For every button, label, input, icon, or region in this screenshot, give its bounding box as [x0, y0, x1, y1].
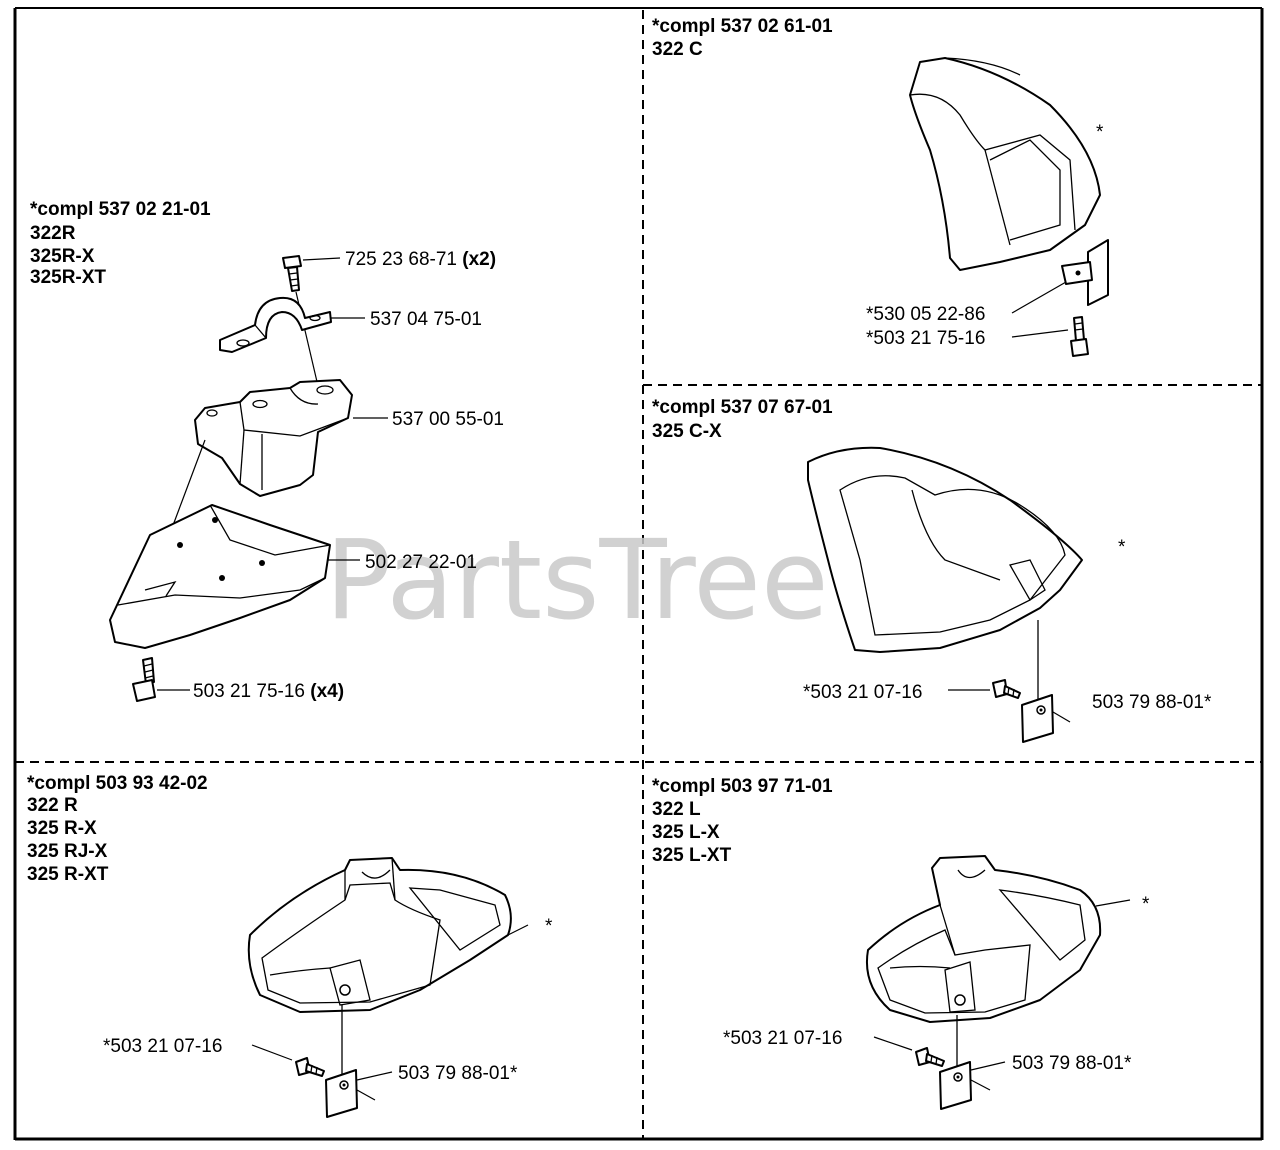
- compl-title: *compl 537 02 61-01: [652, 16, 833, 37]
- guard-part: [866, 855, 1102, 1023]
- model-label: 322 C: [652, 39, 703, 60]
- screw-part: [295, 1057, 325, 1077]
- guard-part: [909, 57, 1101, 271]
- watermark-text: PartsTree: [325, 516, 829, 644]
- compl-title: *compl 537 07 67-01: [652, 397, 833, 418]
- holder-part: [194, 379, 353, 497]
- model-label: 325 R-XT: [27, 864, 109, 885]
- plate-part: [1021, 694, 1054, 743]
- section-top-left: *compl 537 02 21-01 322R 325R-X 325R-XT …: [30, 199, 504, 702]
- guard-star: *: [1118, 537, 1126, 558]
- bracket-part: [1061, 239, 1109, 306]
- part-number-screw: 503 21 75-16 (x4): [193, 681, 344, 702]
- screw-part: [1070, 316, 1089, 357]
- screw-part: [992, 679, 1021, 699]
- part-number-holder: 537 00 55-01: [392, 409, 504, 430]
- screw-part: [915, 1047, 945, 1067]
- guard-star: *: [1142, 894, 1150, 915]
- model-label: 322 R: [27, 795, 78, 816]
- part-number-bolt: 725 23 68-71 (x2): [345, 249, 496, 270]
- model-label: 322 L: [652, 799, 701, 820]
- compl-title: *compl 503 97 71-01: [652, 776, 833, 797]
- part-number-plate: 503 79 88-01*: [1012, 1053, 1132, 1074]
- model-label: 325 C-X: [652, 421, 722, 442]
- compl-title: *compl 503 93 42-02: [27, 773, 208, 794]
- model-label: 322R: [30, 223, 76, 244]
- guard-part: [109, 504, 331, 649]
- model-label: 325 RJ-X: [27, 841, 108, 862]
- section-top-right: *compl 537 02 61-01 322 C * *530 05 22-8…: [652, 16, 1109, 357]
- guard-star: *: [545, 916, 553, 937]
- model-label: 325 L-X: [652, 822, 720, 843]
- model-label: 325R-XT: [30, 267, 106, 288]
- clamp-part: [219, 296, 332, 353]
- part-number-plate: 503 79 88-01*: [1092, 692, 1212, 713]
- model-label: 325 L-XT: [652, 845, 732, 866]
- part-number-screw: *503 21 07-16: [803, 682, 922, 703]
- section-dividers: [15, 10, 1262, 1138]
- part-number-screw: *503 21 07-16: [103, 1036, 222, 1057]
- section-bottom-left: *compl 503 93 42-02 322 R 325 R-X 325 RJ…: [27, 773, 553, 1118]
- part-number-guard: 502 27 22-01: [365, 552, 477, 573]
- part-number-bracket: *530 05 22-86: [866, 304, 985, 325]
- guard-star: *: [1096, 122, 1104, 143]
- diagram-frame: [13, 7, 1264, 1141]
- plate-part: [939, 1061, 972, 1110]
- guard-part: [247, 857, 512, 1013]
- watermark: PartsTree TM: [325, 516, 934, 644]
- compl-title: *compl 537 02 21-01: [30, 199, 211, 220]
- part-number-plate: 503 79 88-01*: [398, 1063, 518, 1084]
- section-mid-right: *compl 537 07 67-01 325 C-X * *503 21 07…: [652, 397, 1212, 743]
- screw-part: [132, 657, 156, 702]
- part-number-screw: *503 21 75-16: [866, 328, 985, 349]
- guard-part: [807, 446, 1083, 653]
- model-label: 325 R-X: [27, 818, 97, 839]
- part-number-screw: *503 21 07-16: [723, 1028, 842, 1049]
- model-label: 325R-X: [30, 246, 95, 267]
- section-bottom-right: *compl 503 97 71-01 322 L 325 L-X 325 L-…: [652, 776, 1150, 1110]
- bolt-part: [282, 255, 302, 292]
- part-number-clamp: 537 04 75-01: [370, 309, 482, 330]
- plate-part: [325, 1069, 358, 1118]
